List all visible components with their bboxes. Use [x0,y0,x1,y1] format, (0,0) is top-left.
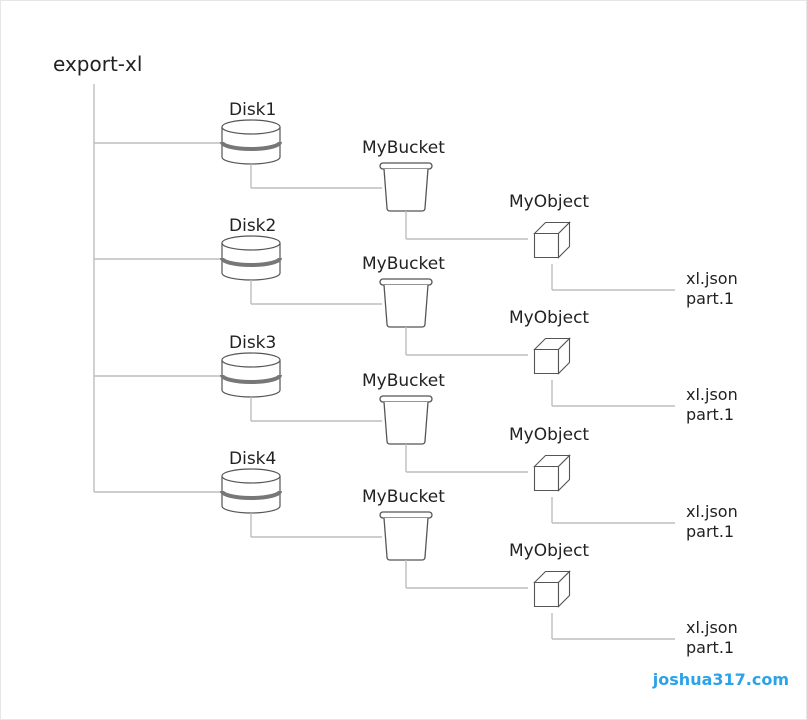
object2-label: MyObject [509,308,590,328]
disk1-label: Disk1 [229,100,277,120]
files1-part1-label: part.1 [686,289,735,308]
disk3-label: Disk3 [229,333,277,353]
bucket4-label: MyBucket [362,487,445,507]
bucket4-icon [379,511,433,561]
files2-xljson-label: xl.json [686,385,738,404]
files4-xljson-label: xl.json [686,618,738,637]
disk2-icon [220,235,282,281]
object1-icon [533,221,571,259]
bucket2-label: MyBucket [362,254,445,274]
root-label: export-xl [53,52,143,76]
files3-xljson-label: xl.json [686,502,738,521]
watermark-text: joshua317.com [652,670,789,689]
files4-part1-label: part.1 [686,638,735,657]
object2-icon [533,337,571,375]
disk3-icon [220,352,282,398]
bucket2-icon [379,278,433,328]
disk2-label: Disk2 [229,216,277,236]
object3-icon [533,454,571,492]
object3-label: MyObject [509,425,590,445]
bucket1-icon [379,162,433,212]
bucket1-label: MyBucket [362,138,445,158]
files2-part1-label: part.1 [686,405,735,424]
files3-part1-label: part.1 [686,522,735,541]
bucket3-label: MyBucket [362,371,445,391]
disk1-icon [220,119,282,165]
bucket3-icon [379,395,433,445]
disk4-label: Disk4 [229,449,277,469]
disk4-icon [220,468,282,514]
object4-label: MyObject [509,541,590,561]
files1-xljson-label: xl.json [686,269,738,288]
object1-label: MyObject [509,192,590,212]
object4-icon [533,570,571,608]
